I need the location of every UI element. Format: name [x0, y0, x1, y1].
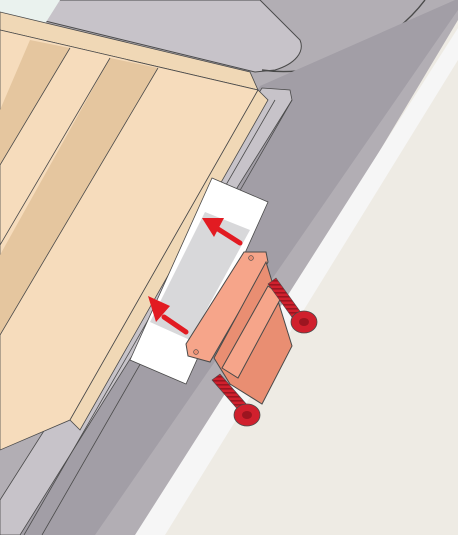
- blind-bracket-illustration: [0, 0, 458, 535]
- installation-diagram: [0, 0, 458, 535]
